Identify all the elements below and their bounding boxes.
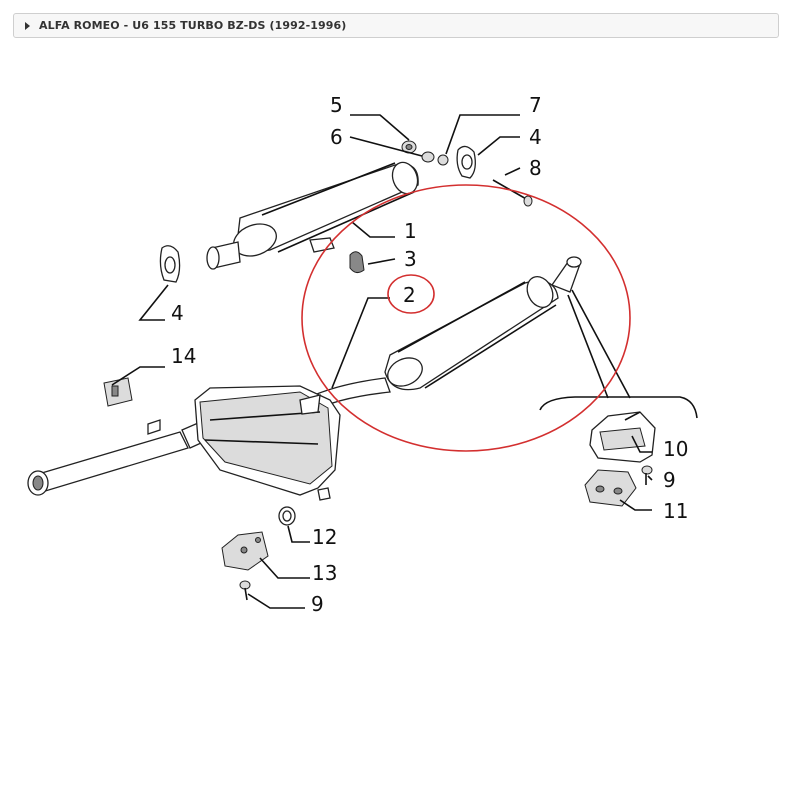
rubber-mount-part-14[interactable] [103, 377, 133, 407]
bolt-part-9-right[interactable] [641, 465, 653, 485]
leader-lines [111, 114, 653, 609]
label-part-8[interactable]: 8 [529, 156, 542, 180]
highlight-circle-part-2[interactable] [387, 274, 435, 314]
bolt-part-9-bottom[interactable] [239, 580, 251, 601]
label-part-11[interactable]: 11 [663, 499, 688, 523]
washer-part-7[interactable] [437, 154, 449, 166]
label-part-7[interactable]: 7 [529, 93, 542, 117]
label-part-13[interactable]: 13 [312, 561, 337, 585]
bracket-part-10[interactable] [589, 411, 656, 463]
nut-part-5[interactable] [401, 140, 417, 154]
rubber-mount-part-3[interactable] [349, 251, 365, 274]
label-part-6[interactable]: 6 [330, 125, 343, 149]
label-part-14[interactable]: 14 [171, 344, 196, 368]
bracket-part-13[interactable] [221, 531, 269, 571]
label-part-2[interactable]: 2 [403, 283, 416, 307]
intermediate-silencer-part-2[interactable] [298, 256, 582, 413]
label-part-4-top[interactable]: 4 [529, 125, 542, 149]
vehicle-title: ALFA ROMEO - U6 155 TURBO BZ-DS (1992-19… [39, 19, 347, 32]
expand-arrow-icon[interactable] [25, 21, 30, 30]
label-part-12[interactable]: 12 [312, 525, 337, 549]
label-part-3[interactable]: 3 [404, 247, 417, 271]
highlight-ellipse-large [301, 184, 631, 452]
label-part-4-left[interactable]: 4 [171, 301, 184, 325]
front-pipe-assembly[interactable] [27, 385, 341, 501]
label-part-9-bottom[interactable]: 9 [311, 592, 324, 616]
clamp-part-4-left[interactable] [159, 245, 181, 283]
detail-pointer-line-b [571, 289, 631, 399]
detail-pointer-line-a [567, 294, 609, 399]
washer-part-6[interactable] [421, 151, 435, 163]
bolt-part-8[interactable] [492, 179, 533, 207]
rubber-mount-part-11[interactable] [584, 469, 637, 507]
label-part-1[interactable]: 1 [404, 219, 417, 243]
clamp-part-4-top[interactable] [456, 145, 476, 179]
detail-callout-arc [539, 396, 698, 419]
gasket-part-12[interactable] [278, 506, 296, 526]
breadcrumb-header[interactable]: ALFA ROMEO - U6 155 TURBO BZ-DS (1992-19… [13, 13, 779, 38]
label-part-9-right[interactable]: 9 [663, 468, 676, 492]
label-part-10[interactable]: 10 [663, 437, 688, 461]
label-part-5[interactable]: 5 [330, 93, 343, 117]
rear-silencer-part-1[interactable] [206, 159, 422, 270]
